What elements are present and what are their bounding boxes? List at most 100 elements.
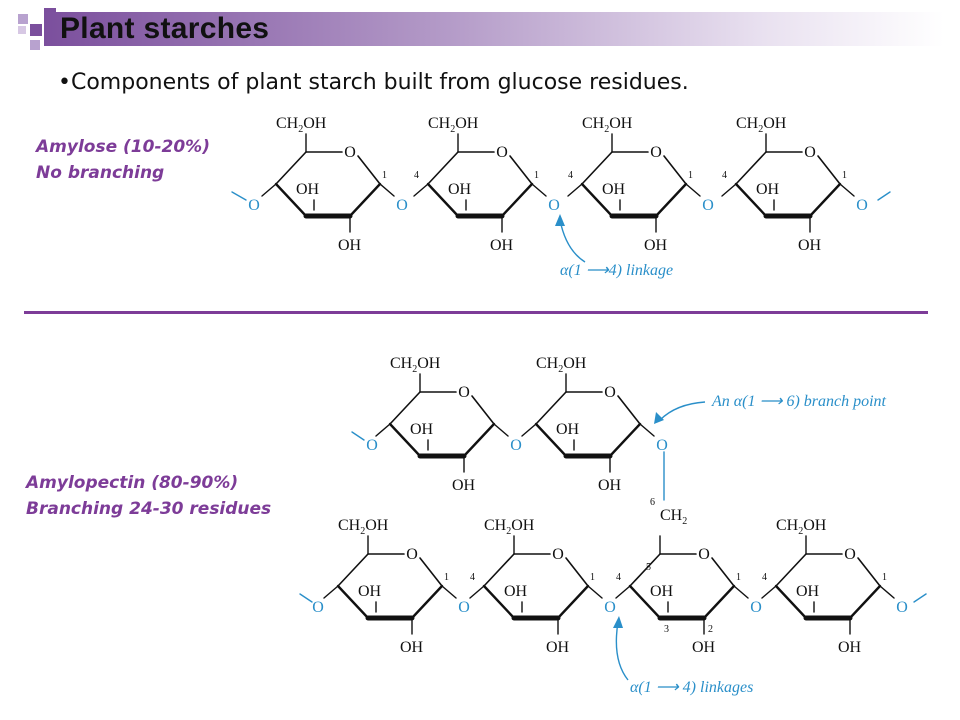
glycosidic-bond: [761, 585, 777, 599]
amylose-note: No branching: [36, 163, 165, 183]
oh-label: OH: [546, 639, 570, 656]
linkage-arrowhead: [555, 214, 565, 226]
glycosidic-oxygen: O: [896, 599, 908, 616]
position-number: 6: [650, 497, 655, 508]
glycosidic-bond: [733, 585, 749, 599]
oh-label: OH: [602, 181, 626, 198]
position-number: 4: [616, 572, 621, 583]
linkage-arrow: [559, 219, 586, 263]
glycosidic-oxygen: O: [458, 599, 470, 616]
ring-oxygen: O: [552, 546, 564, 563]
bullet-text-content: Components of plant starch built from gl…: [70, 70, 689, 95]
ring-bond: [274, 182, 308, 218]
glycosidic-oxygen: O: [604, 599, 616, 616]
ring-bond: [817, 155, 841, 185]
linkages-arrow: [615, 621, 629, 681]
oh-label: OH: [410, 421, 434, 438]
ring-oxygen: O: [650, 144, 662, 161]
oh-label: OH: [838, 639, 862, 656]
glycosidic-bond: [839, 183, 855, 197]
amylopectin-label: Amylopectin (80-90%) Branching 24-30 res…: [26, 470, 271, 522]
ring-bond: [808, 182, 842, 218]
ring-oxygen: O: [604, 384, 616, 401]
position-number: 4: [470, 572, 475, 583]
ch2oh-label: CH2OH: [582, 115, 633, 135]
glycosidic-oxygen: O: [510, 437, 522, 454]
ring-oxygen: O: [804, 144, 816, 161]
glycosidic-bond: [615, 585, 631, 599]
glycosidic-oxygen: O: [750, 599, 762, 616]
ring-bond: [535, 391, 567, 425]
ring-bond: [775, 553, 807, 587]
decor-square: [18, 26, 26, 34]
ring-bond: [534, 422, 568, 458]
glycosidic-bond: [441, 585, 457, 599]
position-number: 2: [708, 624, 713, 635]
ring-bond: [556, 584, 590, 620]
glycosidic-bond: [685, 183, 701, 197]
chain-end-bond: [877, 191, 891, 201]
position-number: 4: [568, 170, 573, 181]
oh-label: OH: [338, 237, 362, 254]
glycosidic-oxygen: O: [396, 197, 408, 214]
branch-arrowhead: [654, 412, 664, 424]
ring-bond: [702, 584, 736, 620]
amylose-linkage-label: α(1 ⟶4) linkage: [560, 262, 673, 279]
glycosidic-bond: [413, 183, 429, 197]
amylopectin-note: Branching 24-30 residues: [26, 499, 272, 519]
oh-label: OH: [358, 583, 382, 600]
amylopectin-linkages-label: α(1 ⟶ 4) linkages: [630, 679, 753, 696]
ring-bond: [617, 395, 641, 425]
glycosidic-bond: [323, 585, 339, 599]
ring-bond: [654, 182, 688, 218]
glycosidic-oxygen: O: [856, 197, 868, 214]
glycosidic-bond: [469, 585, 485, 599]
oh-label: OH: [452, 477, 476, 494]
amylose-name: Amylose (10-20%): [36, 137, 210, 157]
glycosidic-bond: [375, 423, 391, 437]
ring-bond: [427, 151, 459, 185]
ring-bond: [509, 155, 533, 185]
ring-bond: [608, 422, 642, 458]
oh-label: OH: [650, 583, 674, 600]
ring-bond: [426, 182, 460, 218]
glycosidic-bond: [521, 423, 537, 437]
ring-bond: [419, 557, 443, 587]
oh-label: OH: [598, 477, 622, 494]
linkages-arrowhead: [613, 616, 623, 628]
chain-end-bond: [231, 191, 247, 201]
position-number: 4: [762, 572, 767, 583]
oh-label: OH: [504, 583, 528, 600]
ch2oh-label: CH2OH: [276, 115, 327, 135]
ring-bond: [580, 182, 614, 218]
ring-bond: [628, 584, 662, 620]
oh-label: OH: [644, 237, 668, 254]
branch-arrow: [659, 401, 706, 421]
amylose-label: Amylose (10-20%) No branching: [36, 134, 210, 186]
page-title: Plant starches: [60, 12, 270, 45]
position-number: 1: [882, 572, 887, 583]
ch2oh-label: CH2OH: [536, 355, 587, 375]
glycosidic-oxygen: O: [366, 437, 378, 454]
ring-bond: [848, 584, 882, 620]
glycosidic-bond: [587, 585, 603, 599]
ring-bond: [735, 151, 767, 185]
glycosidic-oxygen: O: [248, 197, 260, 214]
ring-bond: [336, 584, 370, 620]
ch2oh-label: CH2OH: [776, 517, 827, 537]
ch2oh-label: CH2OH: [484, 517, 535, 537]
glycosidic-bond: [493, 423, 509, 437]
position-number: 1: [382, 170, 387, 181]
ring-bond: [857, 557, 881, 587]
ring-bond: [410, 584, 444, 620]
glycosidic-bond: [879, 585, 895, 599]
oh-label: OH: [796, 583, 820, 600]
ring-bond: [565, 557, 589, 587]
ring-bond: [482, 584, 516, 620]
ring-bond: [774, 584, 808, 620]
position-number: 1: [444, 572, 449, 583]
ch2oh-label: CH2OH: [428, 115, 479, 135]
glycosidic-bond: [639, 423, 655, 437]
ring-bond: [663, 155, 687, 185]
position-number: 1: [736, 572, 741, 583]
